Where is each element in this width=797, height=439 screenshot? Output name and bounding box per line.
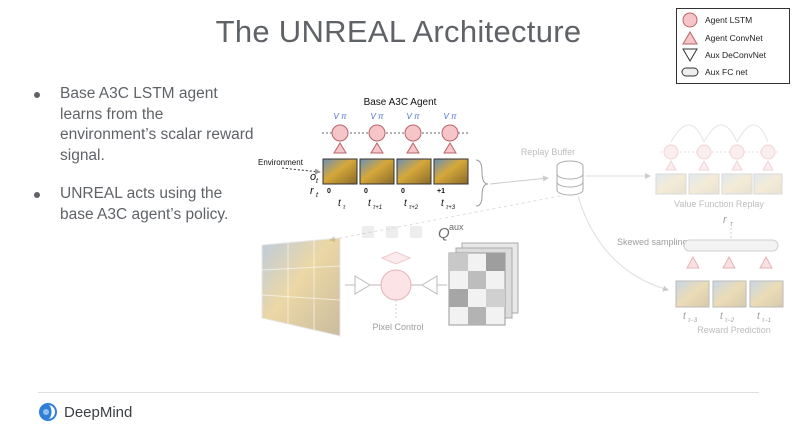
observation-frame: [396, 158, 432, 185]
skewed-label: Skewed sampling: [617, 237, 688, 247]
observation-frame: [433, 158, 469, 185]
deconv-node: [354, 275, 371, 295]
q-aux-grid: [448, 242, 519, 326]
bullet-list: Base A3C LSTM agent learns from the envi…: [34, 84, 254, 243]
reward-value: 0: [401, 188, 405, 195]
time-sub: τ: [343, 205, 346, 211]
legend-item: Agent ConvNet: [681, 30, 763, 46]
time-label: t: [368, 198, 372, 209]
pixel-control-input: [261, 237, 341, 337]
time-label: t: [683, 311, 687, 322]
reward-value: +1: [437, 188, 445, 195]
time-sub: τ−1: [762, 318, 771, 324]
legend-label: Agent ConvNet: [705, 33, 763, 43]
lstm-node: [441, 124, 459, 142]
deepmind-logo: DeepMind: [38, 402, 132, 422]
lstm-node: [404, 124, 422, 142]
legend-label: Aux FC net: [705, 67, 748, 77]
reward-value: 0: [364, 188, 368, 195]
time-label: t: [720, 311, 724, 322]
time-label: t: [757, 311, 761, 322]
rounded-rect-icon: [681, 67, 699, 77]
time-sub: τ+3: [446, 205, 456, 211]
replay-to-rp-arrow: [577, 195, 669, 292]
triangle-up-icon: [682, 31, 698, 45]
brand-name: DeepMind: [64, 403, 133, 421]
convnet-node: [406, 142, 420, 154]
time-label: t: [338, 198, 342, 209]
pixel-control: [261, 226, 519, 337]
slide-title: The UNREAL Architecture: [215, 14, 582, 49]
observation-frame: [359, 158, 395, 185]
reward-prediction: r τ t τ−3 t τ−2 t τ−1: [675, 214, 784, 324]
faded-nodes: [362, 226, 422, 238]
legend-item: Agent LSTM: [681, 12, 752, 28]
circle-icon: [682, 12, 698, 28]
time-sub: τ+1: [373, 205, 382, 211]
bullet-dot: [34, 192, 40, 198]
q-aux-label: Q: [438, 225, 450, 242]
lstm-node: [368, 124, 386, 142]
bullet-text: Base A3C LSTM agent learns from the envi…: [60, 85, 254, 164]
policy-label: V π: [334, 112, 348, 121]
legend-label: Agent LSTM: [705, 15, 753, 25]
r-tau-sub: τ: [730, 221, 733, 228]
reward-sub: t: [316, 192, 319, 199]
value-function-replay: [655, 124, 783, 195]
lstm-node: [380, 269, 412, 301]
r-tau-label: r: [723, 214, 728, 226]
convnet-node: [443, 142, 457, 154]
triangle-down-icon: [682, 48, 698, 62]
time-sub: τ+2: [409, 205, 419, 211]
replay-buffer-label: Replay Buffer: [521, 147, 575, 157]
time-sub: τ−2: [725, 318, 735, 324]
policy-label: V π: [371, 112, 385, 121]
environment-label: Environment: [258, 158, 304, 167]
convnet-node: [370, 142, 384, 154]
deepmind-logo-icon: [39, 403, 57, 421]
value-replay-label: Value Function Replay: [674, 199, 764, 209]
obs-label: o: [310, 171, 316, 183]
obs-sub: t: [316, 178, 319, 185]
observation-frame: [322, 158, 358, 185]
convnet-node: [333, 142, 347, 154]
legend-item: Aux DeConvNet: [681, 47, 766, 63]
base-agent-label: Base A3C Agent: [364, 97, 437, 108]
bullet-text: UNREAL acts using the base A3C agent’s p…: [60, 185, 229, 223]
bullet-item: Base A3C LSTM agent learns from the envi…: [34, 84, 254, 166]
footer-divider: [38, 392, 759, 393]
legend: Agent LSTM Agent ConvNet Aux DeConvNet A…: [676, 8, 790, 84]
pixel-control-label: Pixel Control: [372, 322, 423, 332]
deconv-node: [421, 275, 438, 295]
q-aux-sup: aux: [449, 222, 464, 232]
bullet-dot: [34, 92, 40, 98]
reward-label: r: [310, 185, 315, 197]
policy-label: V π: [407, 112, 421, 121]
legend-item: Aux FC net: [681, 64, 748, 80]
to-replay-arrow: [489, 175, 549, 185]
policy-label: V π: [444, 112, 458, 121]
time-label: t: [441, 198, 445, 209]
database-icon: [556, 160, 584, 196]
reward-prediction-label: Reward Prediction: [697, 325, 771, 335]
fc-net-node: [683, 239, 779, 252]
time-label: t: [404, 198, 408, 209]
trajectory-brace: [475, 159, 489, 207]
legend-label: Aux DeConvNet: [705, 50, 766, 60]
reward-value: 0: [327, 188, 331, 195]
time-sub: τ−3: [688, 318, 698, 324]
lstm-node: [331, 124, 349, 142]
bullet-item: UNREAL acts using the base A3C agent’s p…: [34, 184, 254, 225]
